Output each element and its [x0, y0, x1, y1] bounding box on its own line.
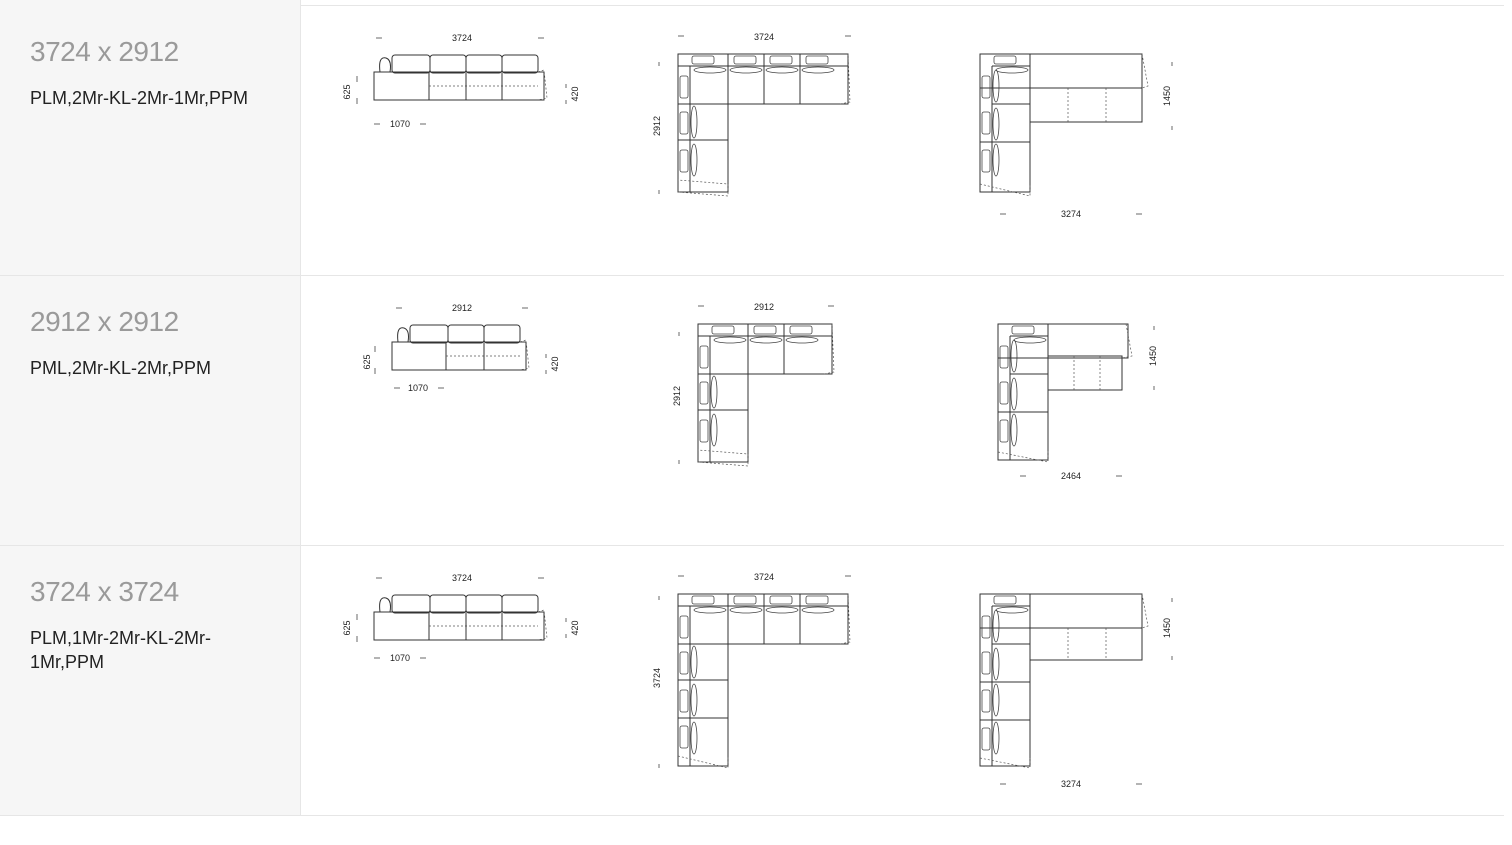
open-width-label: 3274 — [1061, 209, 1081, 219]
open-view-drawing: 1450 2464 — [997, 323, 1158, 481]
front-depth-label: 1070 — [390, 653, 410, 663]
table-top-edge — [0, 0, 1504, 6]
configuration-row: 3724 x 2912 PLM,2Mr-KL-2Mr-1Mr,PPM 3724 … — [0, 6, 1504, 276]
configuration-row: 3724 x 3724 PLM,1Mr-2Mr-KL-2Mr-1Mr,PPM 3… — [0, 546, 1504, 816]
open-depth-label: 1450 — [1162, 86, 1172, 106]
top-view-drawing: 3724 3724 — [652, 572, 851, 769]
top-width-label: 2912 — [754, 302, 774, 312]
open-depth-label: 1450 — [1162, 618, 1172, 638]
top-depth-label: 2912 — [672, 386, 682, 406]
open-depth-label: 1450 — [1148, 346, 1158, 366]
open-view-drawing: 1450 3274 — [979, 593, 1173, 789]
top-width-label: 3724 — [754, 32, 774, 42]
open-width-label: 2464 — [1061, 471, 1081, 481]
configuration-code: PML,2Mr-KL-2Mr,PPM — [30, 358, 212, 378]
top-width-label: 3724 — [754, 572, 774, 582]
front-width-label: 3724 — [452, 573, 472, 583]
front-depth-label: 1070 — [408, 383, 428, 393]
top-view-drawing: 3724 2912 — [652, 32, 851, 197]
open-width-label: 3274 — [1061, 779, 1081, 789]
front-height-label: 625 — [362, 354, 372, 369]
configuration-dimensions: 3724 x 2912 — [30, 36, 179, 67]
configuration-dimensions: 3724 x 3724 — [30, 576, 179, 607]
front-width-label: 2912 — [452, 303, 472, 313]
front-seat-height-label: 420 — [550, 356, 560, 371]
front-depth-label: 1070 — [390, 119, 410, 129]
configuration-code: PLM,2Mr-KL-2Mr-1Mr,PPM — [30, 88, 249, 108]
front-seat-height-label: 420 — [570, 620, 580, 635]
front-view-drawing: 3724 625 420 1070 — [342, 573, 580, 663]
configuration-dimensions: 2912 x 2912 — [30, 306, 179, 337]
configuration-label-cell: 3724 x 2912 PLM,2Mr-KL-2Mr-1Mr,PPM — [0, 6, 301, 275]
top-view-drawing: 2912 2912 — [672, 302, 835, 467]
front-view-drawing: 2912 625 420 1070 — [362, 303, 560, 393]
front-width-label: 3724 — [452, 33, 472, 43]
configuration-row: 2912 x 2912 PML,2Mr-KL-2Mr,PPM 2912 625 … — [0, 276, 1504, 546]
front-seat-height-label: 420 — [570, 86, 580, 101]
configuration-label-cell: 2912 x 2912 PML,2Mr-KL-2Mr,PPM — [0, 276, 301, 545]
open-view-drawing: 1450 3274 — [979, 53, 1173, 219]
top-depth-label: 2912 — [652, 116, 662, 136]
front-height-label: 625 — [342, 84, 352, 99]
label-column-top — [0, 0, 301, 6]
front-view-drawing: 3724 625 420 1070 — [342, 33, 580, 129]
configuration-label-cell: 3724 x 3724 PLM,1Mr-2Mr-KL-2Mr-1Mr,PPM — [0, 546, 301, 815]
front-height-label: 625 — [342, 620, 352, 635]
configuration-code: PLM,1Mr-2Mr-KL-2Mr-1Mr,PPM — [30, 628, 212, 672]
top-depth-label: 3724 — [652, 668, 662, 688]
